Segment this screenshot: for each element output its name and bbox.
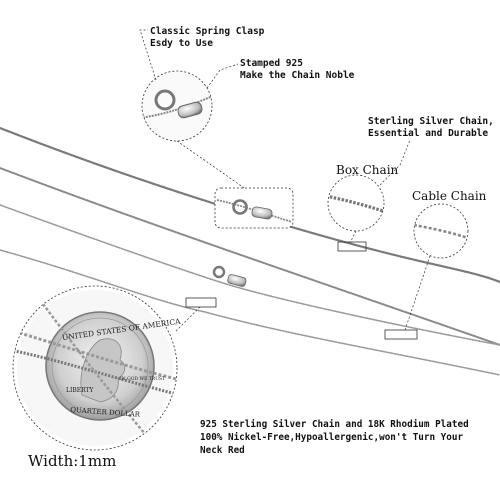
width-label: Width:1mm <box>28 452 117 470</box>
description-line3: Neck Red <box>200 445 245 456</box>
coin-motto: IN GOD WE TRUST <box>120 376 165 382</box>
box-chain-strand-lower <box>0 167 500 346</box>
description-line2: 100% Nickel-Free,Hypoallergenic,won't Tu… <box>200 432 464 443</box>
product-description: 925 Sterling Silver Chain and 18K Rhodiu… <box>200 418 490 457</box>
sterling-label-line1: Sterling Silver Chain, <box>368 116 494 127</box>
sterling-label-line2: Essential and Durable <box>368 128 489 139</box>
box-chain-label: Box Chain <box>336 163 399 177</box>
cable-chain-zoom-callout <box>384 203 469 340</box>
stamp-label-line1: Stamped 925 <box>240 58 303 69</box>
spring-ring-icon <box>154 89 176 111</box>
clasp-label-line1: Classic Spring Clasp <box>150 26 265 37</box>
cable-chain-label: Cable Chain <box>412 189 487 203</box>
clasp-zoom-callout <box>139 29 251 193</box>
quarter-coin <box>12 285 178 451</box>
cable-chain-strand-top <box>0 204 500 346</box>
tag-925-icon <box>177 101 203 119</box>
stamp-label-line2: Make the Chain Noble <box>240 70 355 81</box>
chain-strands <box>0 126 500 376</box>
clasp-label-line2: Esdy to Use <box>150 38 213 49</box>
description-line1: 925 Sterling Silver Chain and 18K Rhodiu… <box>200 419 469 430</box>
box-chain-zoom-callout <box>327 139 411 252</box>
coin-liberty: LIBERTY <box>66 387 95 394</box>
clasp-detail-box <box>214 187 294 229</box>
cable-chain-clasp <box>174 265 247 333</box>
cable-chain-strand-lower <box>0 249 500 376</box>
box-chain-strand-top <box>0 126 500 284</box>
